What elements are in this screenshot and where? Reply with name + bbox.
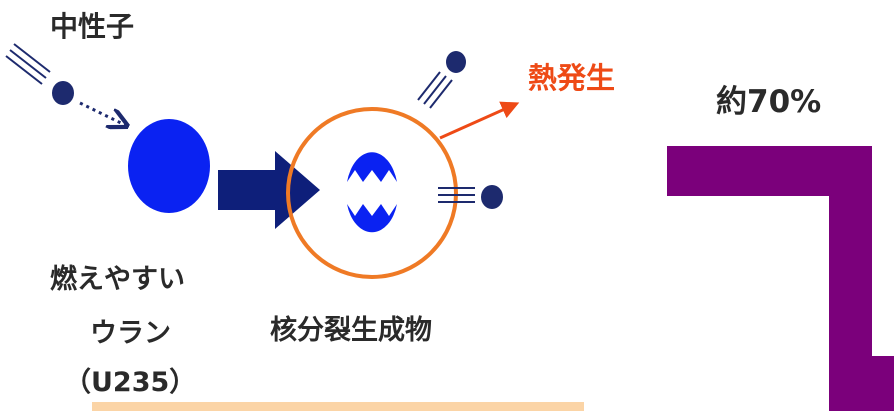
- fission-circle: [286, 107, 458, 279]
- uranium-label-line1: 燃えやすい: [50, 264, 185, 295]
- fission-fragment-top: [347, 152, 397, 182]
- emitted-neutron-right: [438, 185, 503, 209]
- uranium-label-line3: （U235）: [64, 367, 197, 398]
- heat-arrow: [439, 101, 520, 140]
- fission-fragment-bottom: [347, 204, 397, 233]
- incoming-neutron: [5, 43, 74, 105]
- neutron-path-arrow: [79, 101, 127, 126]
- heat-label: 熱発生: [528, 61, 616, 95]
- neutron-label: 中性子: [50, 10, 135, 43]
- emitted-neutron-top: [417, 51, 466, 109]
- purple-bracket: [667, 146, 894, 411]
- uranium-nucleus: [128, 119, 210, 213]
- uranium-label-line2: ウラン: [90, 318, 171, 349]
- percent-label: 約70%: [716, 84, 822, 120]
- highlight-bar: [92, 402, 584, 411]
- process-arrow: [218, 151, 320, 229]
- fission-products-label: 核分裂生成物: [270, 315, 432, 346]
